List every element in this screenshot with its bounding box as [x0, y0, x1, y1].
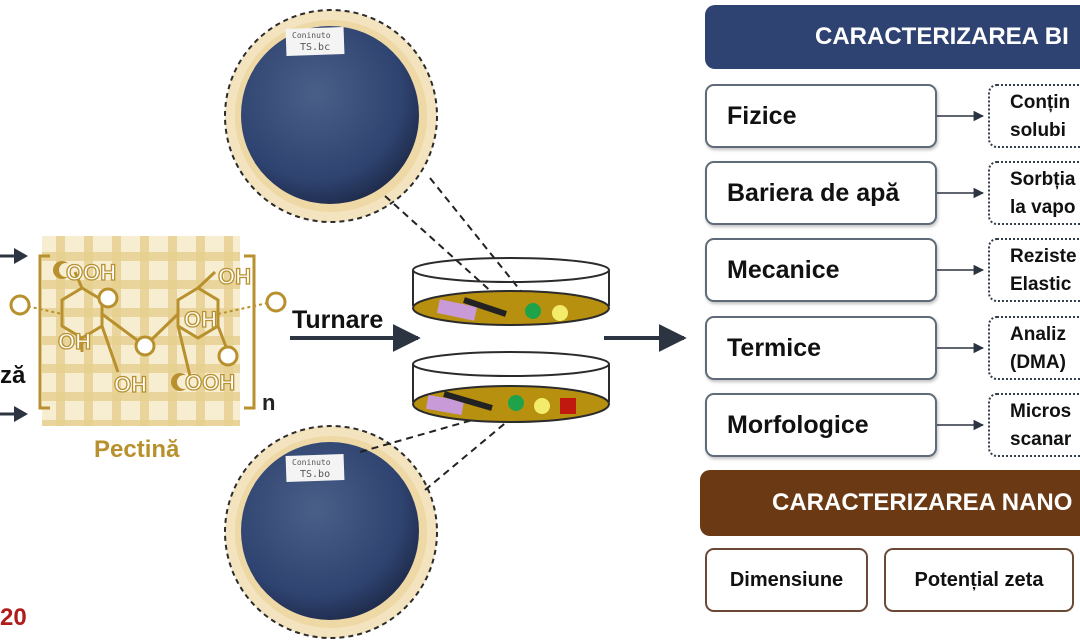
detail-line: (DMA): [1010, 352, 1066, 373]
nano-item-dimensiune: Dimensiune: [705, 548, 868, 612]
sample-label-top-line1: Coninuto: [292, 31, 331, 40]
red-square: [560, 398, 576, 414]
detail-line: Analiz: [1010, 324, 1066, 345]
category-label: Fizice: [727, 101, 797, 130]
nano-item-potential-zeta: Potențial zeta: [884, 548, 1074, 612]
oxygen-atom: [217, 345, 239, 367]
category-label: Bariera de apă: [727, 178, 900, 207]
category-termice: Termice: [705, 316, 937, 380]
pectin-label: Pectină: [94, 436, 180, 463]
detail-morfologice: Micros scanar: [988, 393, 1080, 457]
detail-bariera-de-apa: Sorbția la vapo: [988, 161, 1080, 225]
zoom-line: [384, 195, 506, 305]
detail-mecanice: Reziste Elastic: [988, 238, 1080, 302]
oxygen-atom: [265, 291, 287, 313]
nano-item-label: Dimensiune: [729, 568, 844, 591]
black-bar: [443, 391, 493, 411]
pectin-structure: [9, 236, 287, 426]
partial-label-left: ză: [0, 362, 26, 389]
green-dot: [525, 303, 541, 319]
category-label: Termice: [727, 333, 822, 362]
category-bariera-de-apa: Bariera de apă: [705, 161, 937, 225]
oxygen-atom: [134, 335, 156, 357]
sample-label-top-line2: TS.bc: [300, 42, 330, 53]
detail-line: scanar: [1010, 429, 1072, 450]
sample-label-top: [285, 26, 345, 57]
biofilm-characterization-banner: CARACTERIZAREA BI: [705, 5, 1080, 69]
input-arrow-top: [0, 248, 28, 264]
detail-line: Micros: [1010, 401, 1072, 422]
detail-line: Conțin: [1010, 92, 1071, 113]
category-mecanice: Mecanice: [705, 238, 937, 302]
detail-termice: Analiz (DMA): [988, 316, 1080, 380]
film-sample-top: Coninuto TS.bc: [224, 9, 438, 223]
oxygen-atom: [9, 294, 31, 316]
group-ooh-bottom-right: OOH: [185, 370, 235, 395]
turnare-label: Turnare: [292, 306, 384, 334]
partial-year-label: 20: [0, 604, 27, 631]
group-oh-top-right: OH: [218, 264, 251, 289]
sample-label-bottom: [285, 453, 345, 483]
group-ooh-top: OOH: [66, 260, 116, 285]
detail-line: Sorbția: [1010, 169, 1076, 190]
black-bar: [463, 297, 507, 317]
group-oh-ring-right: OH: [184, 307, 217, 332]
pectin-group-labels: OOH OH OH OH OH OOH: [57, 259, 251, 397]
purple-strip: [436, 299, 478, 321]
group-oh-bottom-left: OH: [114, 372, 147, 397]
sample-label-bottom-line2: TS.bo: [300, 469, 330, 480]
category-morfologice: Morfologice: [705, 393, 937, 457]
detail-line: solubi: [1010, 120, 1066, 141]
sample-label-bottom-line1: Coninuto: [292, 458, 331, 467]
zoom-line: [424, 414, 516, 491]
right-bracket: [244, 254, 256, 410]
detail-fizice: Conțin solubi: [988, 84, 1080, 148]
nano-characterization-banner: CARACTERIZAREA NANO: [700, 470, 1080, 536]
category-connectors: [937, 110, 985, 431]
category-fizice: Fizice: [705, 84, 937, 148]
biofilm-characterization-title: CARACTERIZAREA BI: [815, 23, 1069, 50]
left-bracket: [38, 254, 50, 410]
yellow-dot: [552, 305, 568, 321]
detail-line: Elastic: [1010, 274, 1072, 295]
category-label: Mecanice: [727, 255, 840, 284]
nano-item-label: Potențial zeta: [914, 568, 1044, 591]
zoom-line: [429, 177, 529, 301]
green-dot: [508, 395, 524, 411]
petri-dish-bottom: [412, 351, 610, 423]
detail-line: la vapo: [1010, 197, 1076, 218]
category-label: Morfologice: [727, 410, 869, 439]
yellow-dot: [534, 398, 550, 414]
input-arrow-bottom: [0, 406, 28, 422]
detail-line: Reziste: [1010, 246, 1077, 267]
group-oh-ring-left: OH: [58, 329, 91, 354]
petri-dish-top: [412, 257, 610, 326]
film-sample-bottom: Coninuto TS.bo: [224, 425, 438, 639]
oxygen-atom: [97, 287, 119, 309]
nano-characterization-title: CARACTERIZAREA NANO: [772, 489, 1073, 516]
polymer-subscript-n: n: [262, 390, 276, 415]
